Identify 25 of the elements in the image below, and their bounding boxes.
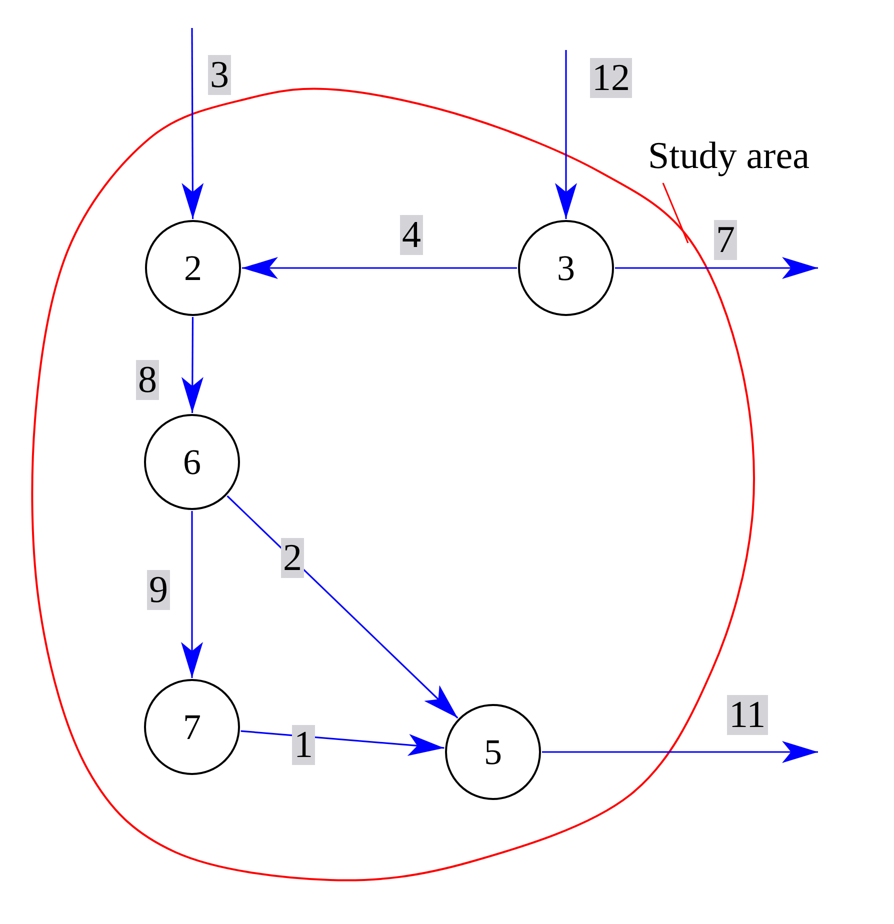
arrow bbox=[240, 730, 444, 756]
arrow bbox=[242, 257, 517, 279]
arrow bbox=[226, 495, 458, 719]
arrow bbox=[555, 50, 577, 219]
arrow bbox=[181, 317, 204, 413]
node-circle: 2 bbox=[145, 220, 241, 316]
edge-label: 1 bbox=[292, 725, 315, 765]
arrow bbox=[615, 257, 818, 279]
arrow bbox=[542, 741, 818, 763]
node-circle: 3 bbox=[518, 220, 614, 316]
edge-label: 2 bbox=[281, 538, 304, 578]
edge-label: 4 bbox=[400, 215, 423, 255]
edge-label: 8 bbox=[136, 360, 159, 400]
edge-label: 9 bbox=[147, 570, 170, 610]
node-circle: 6 bbox=[144, 414, 240, 510]
node-circle: 5 bbox=[445, 704, 541, 800]
edge-label: 12 bbox=[590, 58, 632, 98]
edge-label: 11 bbox=[727, 695, 768, 735]
edge-label: 7 bbox=[714, 220, 737, 260]
area-label: Study area bbox=[648, 132, 810, 180]
node-circle: 7 bbox=[144, 679, 240, 775]
leader-line bbox=[662, 182, 689, 244]
arrow bbox=[181, 511, 203, 678]
arrow bbox=[182, 28, 204, 219]
edge-label: 3 bbox=[208, 55, 231, 95]
